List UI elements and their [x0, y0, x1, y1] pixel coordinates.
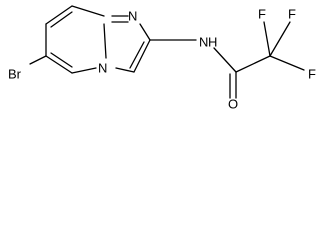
bond-c6-c5-double	[50, 52, 73, 68]
bond-c8-c7-double	[50, 11, 73, 28]
atom-f-top-right: F	[288, 7, 296, 22]
atom-br: Br	[8, 67, 22, 82]
bond-n4-c8a	[103, 23, 107, 59]
atom-f-right: F	[308, 67, 316, 82]
bond-c8-c8a	[71, 5, 105, 17]
structure-drawing: Br N N N H O F F F	[8, 5, 316, 112]
bond-carbonyl-cf3	[235, 55, 271, 73]
bond-c3-n4	[115, 67, 135, 73]
bond-c5-n4	[71, 67, 97, 74]
bond-c2-c3	[133, 39, 151, 73]
atom-o: O	[228, 97, 238, 112]
bond-c6-br	[29, 55, 47, 65]
bond-n1-c2	[139, 23, 151, 41]
atom-nh-n: N	[199, 35, 208, 50]
atom-n-bridgehead: N	[98, 61, 107, 76]
atom-n-imidazole: N	[128, 9, 137, 24]
bond-cf3-f-top-right	[269, 21, 291, 57]
bond-c6-c5	[45, 55, 73, 74]
bond-cf3-f-top-left	[263, 21, 271, 57]
bond-cf3-f-right	[269, 55, 305, 71]
atom-nh-h: H	[208, 35, 217, 50]
atom-f-top-left: F	[258, 7, 266, 22]
molecule-canvas: Br N N N H O F F F	[8, 5, 316, 112]
bond-nh-carbonyl	[213, 47, 237, 73]
bond-c8-c7	[45, 5, 73, 25]
bond-c2-c3-double	[129, 41, 145, 69]
